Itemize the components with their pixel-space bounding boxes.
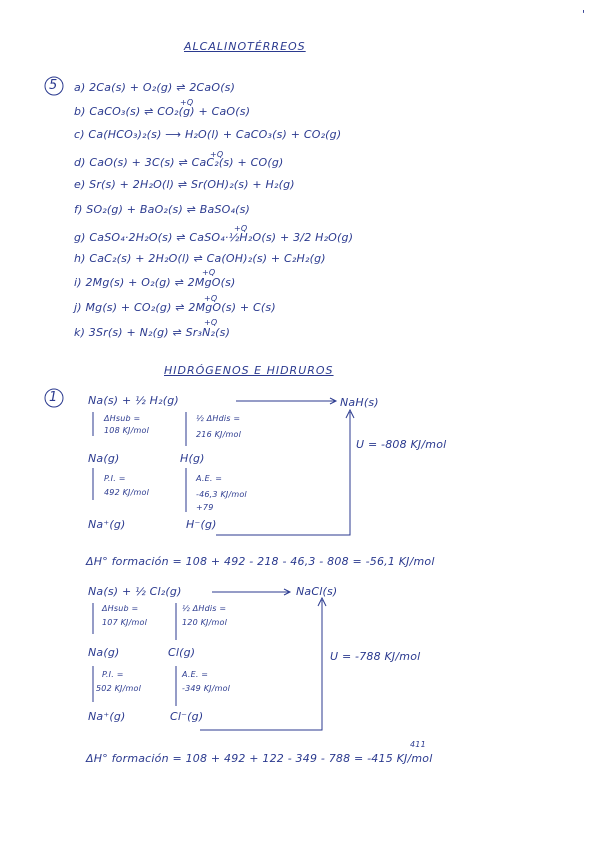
heat-label-g: +Q bbox=[234, 224, 248, 233]
cycle2-ae-val: -349 KJ/mol bbox=[182, 684, 231, 693]
cycle1-bottom-left: Na⁺(g) bbox=[88, 518, 126, 531]
cycle2-bottom-right: Cl⁻(g) bbox=[170, 710, 204, 723]
reaction-h: h) CaC₂(s) + 2H₂O(l) ⇌ Ca(OH)₂(s) + C₂H₂… bbox=[74, 252, 326, 265]
cycle2-mid-right: Cl(g) bbox=[168, 646, 196, 659]
cycle1-product: NaH(s) bbox=[340, 396, 379, 409]
cycle1-ae: A.E. = bbox=[196, 474, 223, 483]
cycle2-u-path bbox=[200, 600, 323, 731]
cycle1-bottom-right: H⁻(g) bbox=[186, 518, 217, 531]
reaction-g: g) CaSO₄·2H₂O(s) ⇌ CaSO₄·½H₂O(s) + 3/2 H… bbox=[74, 231, 354, 244]
reaction-d: d) CaO(s) + 3C(s) ⇌ CaC₂(s) + CO(g) bbox=[74, 156, 284, 169]
cycle2-dh-sub: ΔHsub = bbox=[102, 604, 139, 613]
cycle2-half-dh-dis: ½ ΔHdis = bbox=[182, 604, 227, 613]
number-circle-5 bbox=[44, 76, 64, 96]
cycle1-mid-right: H(g) bbox=[180, 452, 205, 465]
cycle2-result: ΔH° formación = 108 + 492 + 122 - 349 - … bbox=[86, 752, 433, 765]
reaction-c: c) Ca(HCO₃)₂(s) ⟶ H₂O(l) + CaCO₃(s) + CO… bbox=[74, 128, 342, 141]
heat-label-k: +Q bbox=[204, 318, 218, 327]
cycle2-half-dh-dis-val: 120 KJ/mol bbox=[182, 618, 228, 627]
number-circle-1 bbox=[44, 388, 64, 408]
cycle1-ae-note: +79 bbox=[196, 503, 214, 512]
cycle1-ae-val: -46,3 KJ/mol bbox=[196, 490, 247, 499]
heat-label-j: +Q bbox=[204, 294, 218, 303]
reaction-i: i) 2Mg(s) + O₂(g) ⇌ 2MgO(s) bbox=[74, 276, 236, 289]
cycle2-pi: P.I. = bbox=[102, 670, 124, 679]
reaction-e: e) Sr(s) + 2H₂O(l) ⇌ Sr(OH)₂(s) + H₂(g) bbox=[74, 178, 295, 191]
cycle1-dh-sub-val: 108 KJ/mol bbox=[104, 426, 150, 435]
cycle2-ae: A.E. = bbox=[182, 670, 209, 679]
reaction-f: f) SO₂(g) + BaO₂(s) ⇌ BaSO₄(s) bbox=[74, 203, 251, 216]
section2-title: HIDRÓGENOS E HIDRUROS bbox=[164, 364, 334, 377]
cycle1-pi: P.I. = bbox=[104, 474, 126, 483]
cycle2-result-note: 411 bbox=[410, 740, 426, 749]
heat-label-b: +Q bbox=[180, 98, 194, 107]
section1-number: 5 bbox=[49, 78, 58, 93]
cycle2-top: Na(s) + ½ Cl₂(g) bbox=[88, 585, 182, 598]
heat-label-d: +Q bbox=[210, 150, 224, 159]
cycle1-half-dh-dis-val: 216 KJ/mol bbox=[196, 430, 242, 439]
page-mark: ' bbox=[582, 8, 586, 21]
cycle2-bottom-left: Na⁺(g) bbox=[88, 710, 126, 723]
reaction-j: j) Mg(s) + CO₂(g) ⇌ 2MgO(s) + C(s) bbox=[74, 301, 276, 314]
section2-number: 1 bbox=[49, 390, 58, 405]
cycle2-mid-left: Na(g) bbox=[88, 646, 120, 659]
cycle1-u-path bbox=[216, 412, 351, 536]
cycle1-u: U = -808 KJ/mol bbox=[356, 438, 447, 451]
cycle1-half-dh-dis: ½ ΔHdis = bbox=[196, 414, 241, 423]
heat-label-i: +Q bbox=[202, 268, 216, 277]
cycle1-dh-sub: ΔHsub = bbox=[104, 414, 141, 423]
cycle2-pi-val: 502 KJ/mol bbox=[96, 684, 142, 693]
cycle1-mid-left: Na(g) bbox=[88, 452, 120, 465]
reaction-k: k) 3Sr(s) + N₂(g) ⇌ Sr₃N₂(s) bbox=[74, 326, 231, 339]
reaction-b: b) CaCO₃(s) ⇌ CO₂(g) + CaO(s) bbox=[74, 105, 251, 118]
section1-title: ALCALINOTÉRREOS bbox=[184, 40, 306, 53]
cycle2-product: NaCl(s) bbox=[296, 585, 338, 598]
cycle1-pi-val: 492 KJ/mol bbox=[104, 488, 150, 497]
cycle2-u: U = -788 KJ/mol bbox=[330, 650, 421, 663]
cycle1-top: Na(s) + ½ H₂(g) bbox=[88, 394, 179, 407]
cycle2-dh-sub-val: 107 KJ/mol bbox=[102, 618, 148, 627]
cycle1-result: ΔH° formación = 108 + 492 - 218 - 46,3 -… bbox=[86, 555, 435, 568]
reaction-a: a) 2Ca(s) + O₂(g) ⇌ 2CaO(s) bbox=[74, 81, 236, 94]
